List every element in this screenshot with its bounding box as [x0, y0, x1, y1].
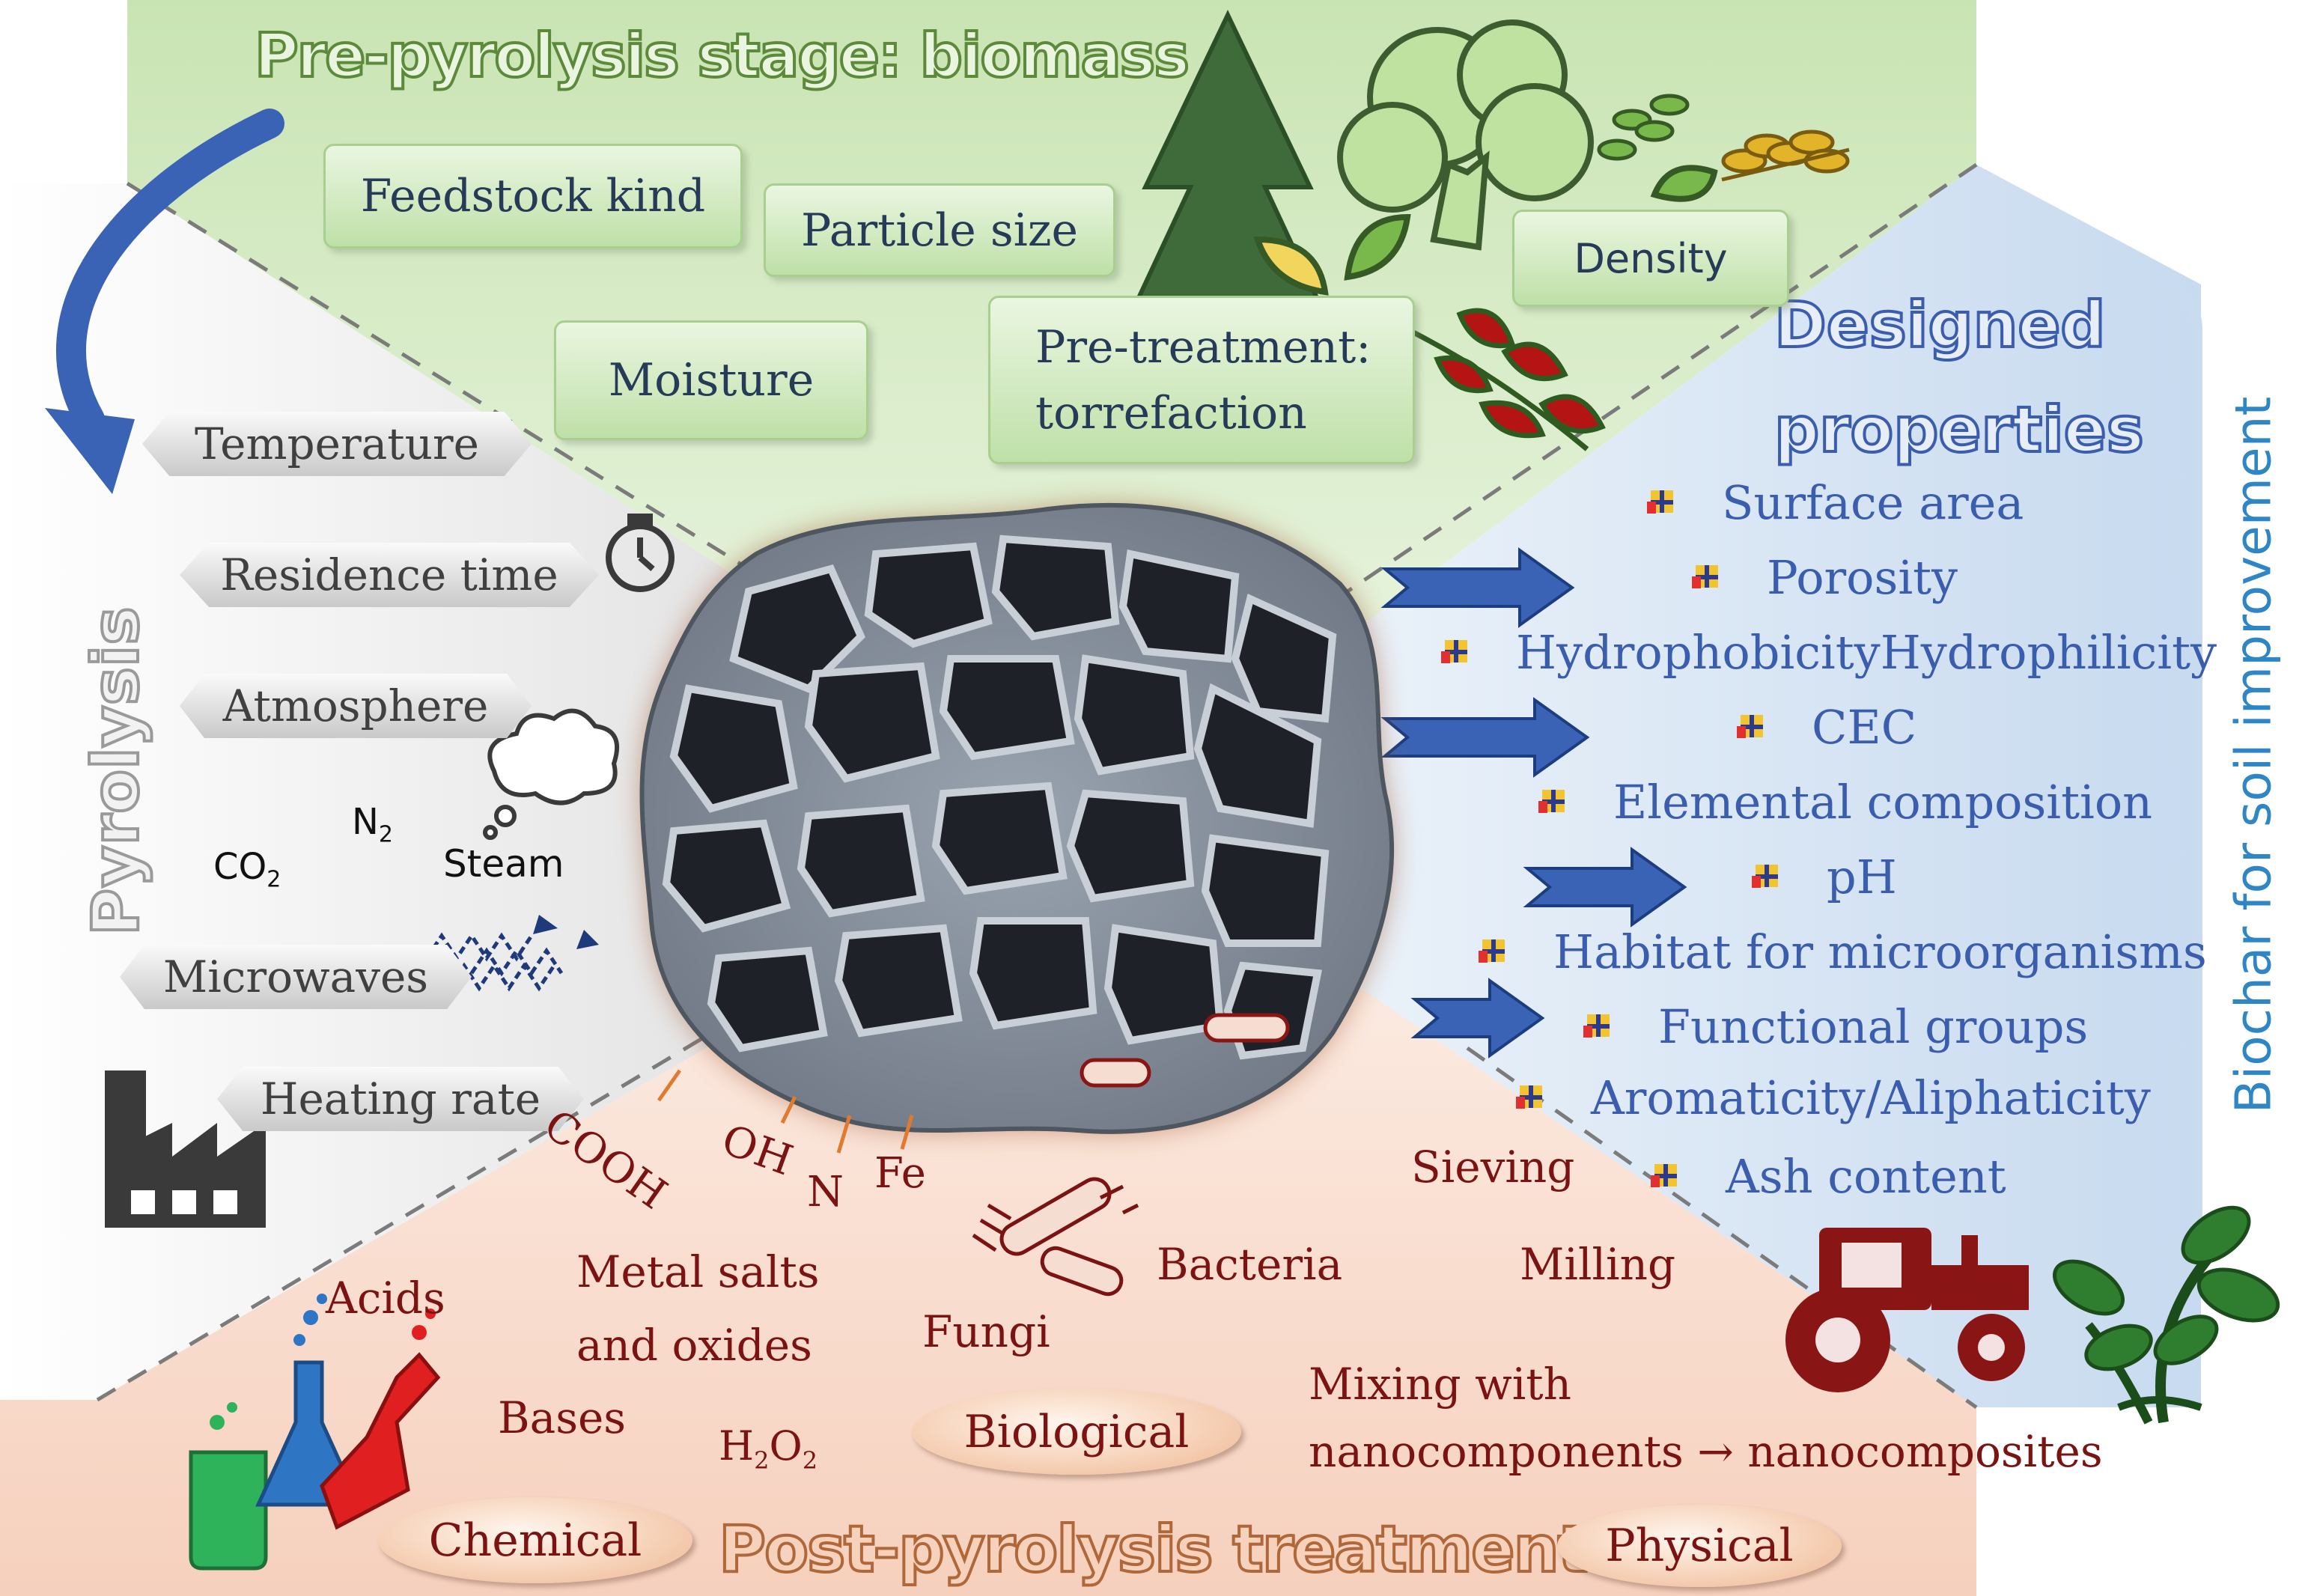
property-aromaticity: Aromaticity/Aliphaticity [1591, 1070, 2151, 1125]
side-bracket [2155, 288, 2202, 1263]
metal-salts-line2: and oxides [576, 1320, 812, 1371]
pre-pyrolysis-title: Pre-pyrolysis stage: biomass [253, 19, 1191, 92]
designed-properties-title-1: Designed [1773, 287, 2107, 363]
h2o2-sub2: 2 [802, 1446, 818, 1475]
property-hydrophobicity: HydrophobicityHydrophilicity [1516, 625, 2217, 680]
property-bullets [1441, 490, 1778, 1187]
h2o2-sub1: 2 [754, 1446, 770, 1475]
blue-arrow-icon [1380, 547, 1687, 1059]
property-habitat: Habitat for microorganisms [1553, 925, 2207, 979]
biological-pill: Biological [912, 1389, 1241, 1475]
post-pyrolysis-title: Post-pyrolysis treatment [717, 1511, 1590, 1589]
tractor-icon [1785, 1228, 2029, 1392]
functional-group-lines [657, 1069, 914, 1154]
plant-sprout-icon [2052, 1205, 2280, 1425]
property-elemental-composition: Elemental composition [1613, 775, 2153, 829]
acids-label: Acids [326, 1273, 445, 1324]
fungi-label: Fungi [922, 1306, 1050, 1357]
chemistry-flasks-icon [189, 1294, 441, 1571]
wheat-icon [1721, 130, 1850, 182]
h2o2-o: O [769, 1422, 803, 1469]
biochar-particle-icon [639, 502, 1395, 1134]
physical-pill: Physical [1557, 1505, 1842, 1587]
bacteria-icon [972, 1177, 1139, 1297]
bullet-6 [1752, 865, 1778, 888]
bullet-7 [1479, 939, 1505, 963]
pre-treatment-box: Pre-treatment: torrefaction [988, 296, 1415, 464]
bases-label: Bases [498, 1392, 627, 1443]
property-surface-area: Surface area [1722, 475, 2024, 530]
leaf-icon [1253, 165, 1718, 296]
microwave-arrowheads [533, 915, 599, 949]
thought-cloud-icon [483, 708, 619, 840]
divider-top-left [126, 181, 750, 571]
bullet-9 [1516, 1085, 1542, 1109]
side-title: Biochar for soil improvement [2224, 396, 2283, 1114]
heating-rate-label: Heating rate [217, 1067, 584, 1131]
bullet-3 [1441, 640, 1467, 663]
divider-bottom-right [1466, 1046, 1978, 1410]
divider-top-right [1346, 162, 1978, 594]
chemical-pill: Chemical [378, 1497, 692, 1583]
fe-label: Fe [874, 1149, 926, 1198]
milling-label: Milling [1520, 1239, 1676, 1290]
mixing-line2: nanocomponents → nanocomposites [1309, 1426, 2103, 1477]
steam-label: Steam [443, 842, 564, 886]
n-label: N [807, 1168, 844, 1216]
bullet-2 [1692, 565, 1718, 588]
n2-label: N2 [352, 801, 393, 848]
pre-treatment-line2: torrefaction [1035, 386, 1307, 439]
bullet-10 [1651, 1164, 1677, 1187]
bullet-8 [1583, 1014, 1610, 1038]
red-leaves-icon [1406, 308, 1606, 451]
moisture-box: Moisture [554, 320, 868, 440]
bacteria-label: Bacteria [1157, 1239, 1343, 1290]
divider-bottom-left [96, 1031, 713, 1402]
stopwatch-icon [606, 514, 675, 592]
property-cec: CEC [1812, 700, 1917, 755]
n2-text: N [352, 801, 379, 843]
properties-region [1108, 165, 2201, 1407]
residence-time-label: Residence time [180, 543, 599, 607]
property-porosity: Porosity [1767, 550, 1958, 605]
feedstock-kind-box: Feedstock kind [323, 144, 743, 249]
bullet-5 [1538, 790, 1565, 813]
microwave-zigzag-icon [424, 932, 564, 992]
property-ash-content: Ash content [1726, 1149, 2006, 1204]
h2o2-h: H [719, 1422, 755, 1469]
bullet-1 [1647, 490, 1673, 514]
co2-label: CO2 [213, 846, 281, 893]
metal-salts-line1: Metal salts [576, 1246, 820, 1297]
density-box: Density [1512, 210, 1789, 307]
microwaves-label: Microwaves [120, 945, 472, 1009]
mixing-line1: Mixing with [1309, 1359, 1571, 1410]
atmosphere-label: Atmosphere [180, 674, 532, 738]
pre-treatment-line1: Pre-treatment: [1035, 320, 1371, 374]
h2o2-label: H2O2 [719, 1422, 818, 1475]
pyrolysis-title: Pyrolysis [77, 605, 155, 937]
green-sprig-icon [1597, 94, 1690, 161]
particle-size-box: Particle size [764, 183, 1115, 277]
bullet-4 [1737, 715, 1763, 738]
property-functional-groups: Functional groups [1658, 999, 2089, 1054]
tree-icon [1337, 19, 1594, 251]
co2-subscript: 2 [267, 866, 281, 893]
curved-flow-arrow [45, 109, 284, 494]
factory-icon [105, 1070, 266, 1228]
designed-properties-title-2: properties [1773, 392, 2146, 468]
n2-subscript: 2 [378, 821, 393, 848]
sieving-label: Sieving [1411, 1142, 1575, 1193]
co2-text: CO [213, 846, 267, 888]
temperature-label: Temperature [142, 412, 532, 476]
property-ph: pH [1827, 850, 1897, 904]
